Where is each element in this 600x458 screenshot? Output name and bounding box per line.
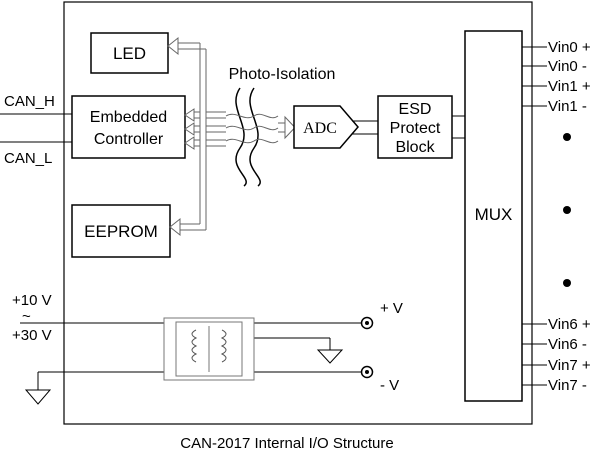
can-h-label: CAN_H	[4, 93, 55, 110]
channel-lines-bottom	[522, 323, 547, 386]
plus-v-label: + V	[380, 300, 403, 317]
ground-icon	[316, 349, 344, 364]
esd-mux-link	[452, 115, 465, 139]
adc-block	[293, 105, 359, 149]
power-input-tilde: ~	[22, 308, 31, 325]
esd-block	[377, 95, 453, 159]
mux-label: MUX	[475, 205, 513, 224]
photo-isolation-label: Photo-Isolation	[229, 66, 336, 83]
led-block	[90, 32, 169, 74]
channel-label-vin7-plus: Vin7 +	[548, 357, 591, 374]
mux-block	[464, 30, 523, 402]
esd-label-line3: Block	[395, 139, 435, 156]
internal-bus	[176, 42, 226, 231]
channel-label-vin0-minus: Vin0 -	[548, 58, 587, 75]
power-terminal-minus	[360, 365, 374, 379]
dc-dc-converter	[163, 317, 255, 381]
power-input-low-label: +30 V	[12, 327, 52, 344]
diagram-caption: CAN-2017 Internal I/O Structure	[180, 435, 393, 452]
adc-input-arrow	[278, 115, 296, 140]
led-label: LED	[113, 44, 146, 63]
channel-label-vin6-plus: Vin6 +	[548, 316, 591, 333]
isolation-signals	[225, 113, 279, 144]
channel-label-vin0-plus: Vin0 +	[548, 39, 591, 56]
eeprom-block	[71, 204, 171, 258]
channel-label-vin1-plus: Vin1 +	[548, 78, 591, 95]
channel-lines-top	[522, 46, 547, 107]
ellipsis-dot	[563, 279, 571, 287]
ellipsis-dot	[563, 133, 571, 141]
channel-label-vin7-minus: Vin7 -	[548, 377, 587, 394]
controller-block	[71, 95, 186, 159]
adc-esd-link	[352, 120, 378, 135]
power-input-high-label: +10 V	[12, 292, 52, 309]
ellipsis-dot	[563, 206, 571, 214]
can-l-label: CAN_L	[4, 150, 52, 167]
controller-label-line2: Controller	[94, 131, 164, 148]
esd-label-line2: Protect	[390, 120, 441, 137]
eeprom-label: EEPROM	[84, 222, 158, 241]
module-border	[63, 1, 533, 425]
channel-label-vin6-minus: Vin6 -	[548, 336, 587, 353]
ground-icon	[24, 389, 52, 405]
channel-label-vin1-minus: Vin1 -	[548, 98, 587, 115]
bus-arrowheads	[167, 36, 195, 237]
controller-label-line1: Embedded	[90, 109, 167, 126]
power-terminal-plus	[360, 316, 374, 330]
minus-v-label: - V	[380, 377, 399, 394]
isolation-barrier	[235, 87, 261, 187]
adc-label: ADC	[303, 120, 337, 137]
esd-label-line1: ESD	[399, 101, 432, 118]
